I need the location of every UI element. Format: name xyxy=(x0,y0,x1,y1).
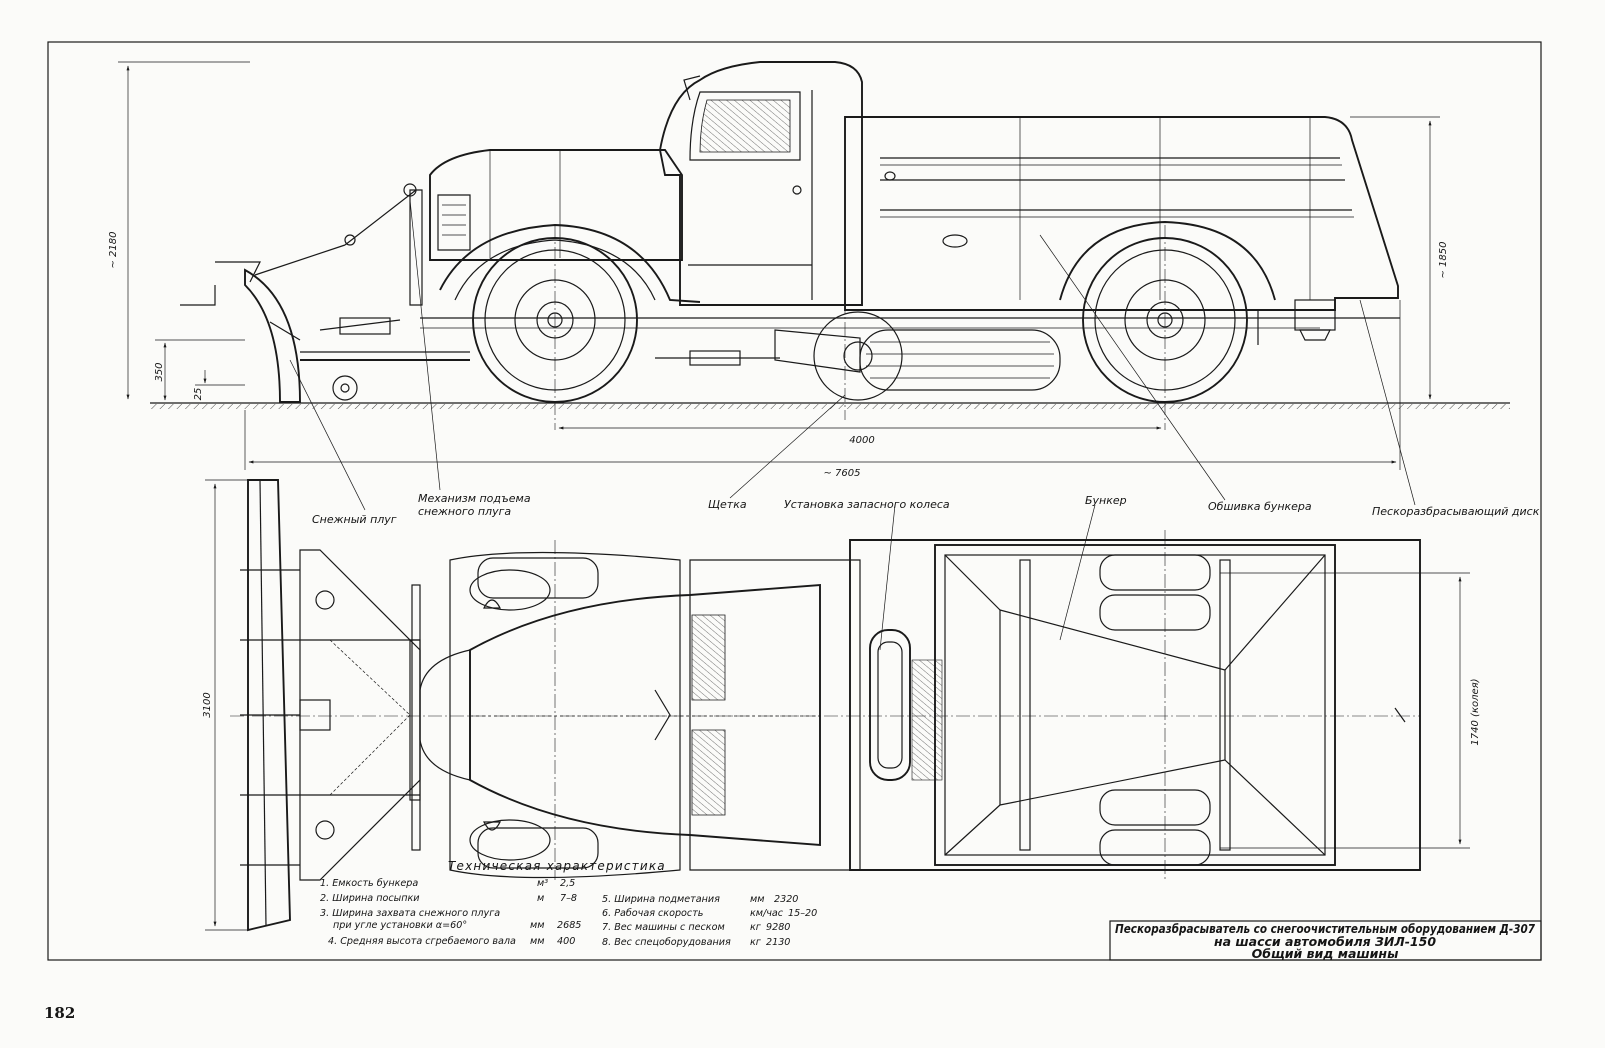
spec-1-name: 1. Емкость бункера xyxy=(320,877,418,889)
spec-7-name: 7. Вес машины с песком xyxy=(602,922,725,933)
spec-4-value: 400 xyxy=(557,936,575,947)
dim-width-plow: 3100 xyxy=(202,479,248,931)
spec-8-unit: кг xyxy=(750,937,762,948)
dim-track: 1740 (колея) xyxy=(1220,572,1481,849)
title-line-3: Общий вид машины xyxy=(1252,946,1399,961)
dim-height-hopper-text: ~ 1850 xyxy=(1438,241,1449,278)
cab-side xyxy=(659,61,863,306)
spec-3-name-cont: при угле установки α=60° xyxy=(333,920,467,931)
spec-2-unit: м xyxy=(537,893,544,904)
title-line-1: Пескоразбрасыватель со снегоочистительны… xyxy=(1115,921,1535,936)
spreader-disc-side xyxy=(1257,299,1336,345)
specs-heading: Техническая характеристика xyxy=(448,859,666,873)
spec-3-value: 2685 xyxy=(557,920,581,931)
dim-length-total: ~ 7605 xyxy=(244,300,1401,479)
snow-plow-top xyxy=(240,479,421,932)
dim-plow-lift-text: 350 xyxy=(154,362,165,381)
spec-8-value: 2130 xyxy=(766,937,790,948)
dim-height-total-text: ~ 2180 xyxy=(108,231,119,268)
spec-7-unit: кг xyxy=(750,922,762,933)
leader-lines xyxy=(289,199,1416,651)
dim-length-total-text: ~ 7605 xyxy=(823,468,860,479)
front-tyre-top-right xyxy=(477,827,599,869)
rear-wheel-side xyxy=(1059,221,1276,403)
drawing-frame xyxy=(47,41,1542,961)
label-brush: Щетка xyxy=(708,498,747,511)
title-line-2: на шасси автомобиля ЗИЛ-150 xyxy=(1214,934,1436,949)
title-block: Пескоразбрасыватель со снегоочистительны… xyxy=(1109,920,1542,961)
dim-height-hopper: ~ 1850 xyxy=(1350,116,1449,400)
spec-6-value: 15–20 xyxy=(788,908,817,919)
dim-width-plow-text: 3100 xyxy=(202,692,213,717)
spec-5-name: 5. Ширина подметания xyxy=(602,894,720,905)
spec-4-name: 4. Средняя высота сгребаемого вала xyxy=(328,935,516,947)
spec-3-unit: мм xyxy=(530,920,544,931)
label-snow-plow: Снежный плуг xyxy=(312,513,397,526)
spec-5-value: 2320 xyxy=(774,894,798,905)
spec-8-name: 8. Вес спецоборудования xyxy=(602,936,731,948)
page-number: 182 xyxy=(44,1004,75,1022)
label-spare-wheel: Установка запасного колеса xyxy=(784,498,950,511)
spec-3-name: 3. Ширина захвата снежного плуга xyxy=(320,908,500,919)
dim-track-text: 1740 (колея) xyxy=(1470,678,1481,745)
label-spreader-disc: Пескоразбрасывающий диск xyxy=(1372,505,1540,518)
label-lift-mechanism-1: Механизм подъема xyxy=(418,492,531,505)
dim-plow-clear-text: 25 xyxy=(193,388,204,401)
label-hopper: Бункер xyxy=(1085,494,1127,507)
spec-1-value: 2,5 xyxy=(560,878,575,889)
dim-height-total: ~ 2180 xyxy=(108,61,250,400)
snow-plow-side xyxy=(180,183,470,403)
label-lift-mechanism-2: снежного плуга xyxy=(418,505,511,518)
dim-plow-lift: 350 25 xyxy=(154,339,245,401)
spec-6-name: 6. Рабочая скорость xyxy=(602,907,703,919)
dim-wheelbase: 4000 xyxy=(558,426,1162,446)
ground-hatch xyxy=(150,404,1510,409)
hood-side xyxy=(429,149,701,303)
top-view: 3100 1740 (колея) xyxy=(202,479,1481,932)
spec-5-unit: мм xyxy=(750,894,764,905)
spec-6-unit: км/час xyxy=(750,908,784,919)
spec-7-value: 9280 xyxy=(766,922,790,933)
spec-1-unit: м³ xyxy=(537,878,548,889)
side-view: ~ 2180 350 25 ~ 1850 4000 ~ 7605 xyxy=(108,61,1510,479)
brush-side xyxy=(655,311,1061,401)
hopper-body-side xyxy=(844,116,1399,311)
front-tyre-top-left xyxy=(477,557,599,599)
spec-2-name: 2. Ширина посыпки xyxy=(320,893,420,904)
hopper-top xyxy=(849,539,1421,871)
specifications: Техническая характеристика 1. Емкость бу… xyxy=(320,859,817,948)
label-hopper-cover: Обшивка бункера xyxy=(1208,500,1312,513)
dim-wheelbase-text: 4000 xyxy=(849,435,874,446)
spec-4-unit: мм xyxy=(530,936,544,947)
spec-2-value: 7–8 xyxy=(560,893,577,904)
spare-wheel-top xyxy=(869,629,943,781)
truck-hood-top xyxy=(419,551,861,879)
